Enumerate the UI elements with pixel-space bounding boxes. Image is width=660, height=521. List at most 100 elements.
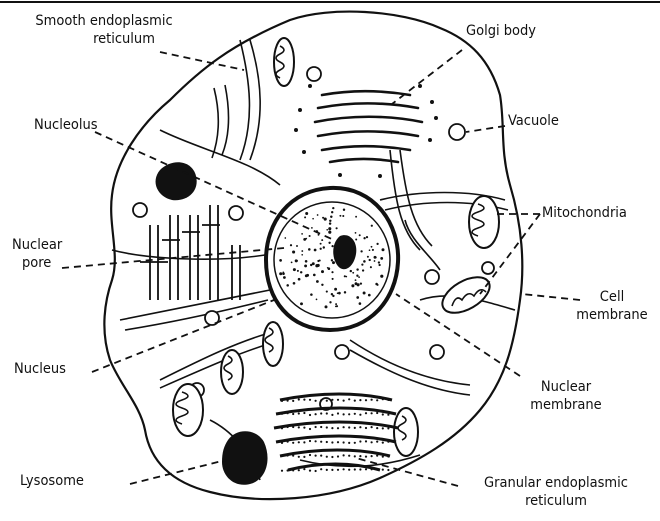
ribosome-dot [298, 426, 300, 428]
chromatin-dot [314, 249, 317, 252]
lysosome-body [222, 431, 268, 485]
ribosome-dot [331, 456, 333, 458]
chromatin-dot [320, 243, 322, 245]
mitochondria-label-text: Mitochondria [542, 204, 627, 222]
chromatin-dot [317, 260, 319, 262]
chromatin-dot [331, 293, 333, 295]
ribosome-dot [348, 469, 350, 471]
chromatin-dot [296, 245, 298, 247]
ribosome-dot [303, 468, 305, 470]
nuclear-pore-label: Nuclear pore [12, 236, 62, 272]
chromatin-dot [335, 303, 337, 305]
lysosome-label: Lysosome [20, 472, 84, 490]
ribosome-dot [309, 440, 311, 442]
chromatin-dot [331, 245, 333, 247]
chromatin-dot [368, 294, 371, 297]
chromatin-dot [317, 264, 320, 267]
ribosome-dot [315, 413, 317, 415]
chromatin-dot [283, 276, 286, 279]
chromatin-dot [282, 272, 284, 274]
nucleus-label: Nucleus [14, 360, 66, 378]
chromatin-dot [305, 260, 308, 263]
chromatin-dot [309, 235, 311, 237]
chromatin-dot [337, 292, 339, 294]
ribosome-dot [376, 412, 378, 414]
granular-er-label-line2: reticulum [458, 492, 654, 510]
chromatin-dot [369, 259, 371, 261]
ribosome-dot [348, 455, 350, 457]
chromatin-dot [376, 243, 378, 245]
chromatin-dot [326, 291, 328, 293]
chromatin-dot [310, 264, 312, 266]
ribosome-dot [331, 441, 333, 443]
ribosome-dot [387, 441, 389, 443]
chromatin-dot [279, 259, 282, 262]
ribosome-dot [382, 427, 384, 429]
chromatin-dot [305, 274, 308, 277]
chromatin-dot [372, 249, 374, 251]
ribosome-dot [292, 426, 294, 428]
vacuole-label: Vacuole [508, 112, 559, 130]
chromatin-dot [311, 227, 313, 229]
chromatin-dot [293, 268, 296, 271]
chromatin-dot [326, 229, 328, 231]
ribosome-dot [326, 469, 328, 471]
chromatin-dot [360, 250, 362, 252]
nuclear-membrane-outer [266, 188, 398, 330]
chromatin-dot [336, 305, 338, 307]
chromatin-dot [370, 266, 372, 268]
chromatin-dot [327, 267, 329, 269]
chromatin-dot [338, 292, 341, 295]
ribosome-dot [320, 426, 322, 428]
chromatin-dot [355, 239, 357, 241]
ribosome-dot [365, 412, 367, 414]
ribosome-dot [348, 398, 350, 400]
chromatin-dot [305, 238, 307, 240]
chromatin-dot [328, 227, 331, 230]
chromatin-dot [343, 209, 345, 211]
lysosome-label-text: Lysosome [20, 472, 84, 490]
granular-er-label: Granular endoplasmic reticulum [458, 474, 654, 510]
ribosome-dot [320, 468, 322, 470]
ribosome-dot [382, 469, 384, 471]
ribosome-dot [337, 455, 339, 457]
chromatin-dot [301, 254, 303, 256]
chromatin-dot [331, 211, 333, 213]
ribosome-dot [354, 400, 356, 402]
ribosome-dot [298, 398, 300, 400]
chromatin-dot [382, 248, 385, 251]
chromatin-dot [359, 234, 361, 236]
ribosome-dot [298, 441, 300, 443]
chromatin-dot [367, 256, 369, 258]
ribosome-dot [292, 455, 294, 457]
golgi-stack [315, 91, 422, 162]
ribosome-dot [359, 440, 361, 442]
ribosome-dot [331, 469, 333, 471]
chromatin-dot [290, 244, 292, 246]
ribosome-dot [320, 441, 322, 443]
ribosome-dot [287, 469, 289, 471]
ribosome-dot [309, 399, 311, 401]
ribosome-dot [298, 456, 300, 458]
ribosome-dot [337, 427, 339, 429]
chromatin-dot [321, 270, 324, 273]
ribosome-dot [281, 470, 283, 472]
ribosome-dot [359, 414, 361, 416]
chromatin-dot [344, 291, 346, 293]
ribosome-dot [337, 412, 339, 414]
chromatin-dot [366, 236, 368, 238]
chromatin-dot [331, 271, 333, 273]
chromatin-dot [316, 280, 319, 283]
ribosome-dot [292, 442, 294, 444]
chromatin-dot [332, 278, 334, 280]
ribosome-dot [309, 414, 311, 416]
ribosome-dot [387, 427, 389, 429]
chromatin-dot [344, 275, 346, 277]
chromatin-dot [325, 305, 328, 308]
chromatin-dot [356, 275, 358, 277]
chromatin-dot [308, 248, 311, 251]
ribosome-dot [382, 413, 384, 415]
chromatin-dot [313, 274, 316, 277]
